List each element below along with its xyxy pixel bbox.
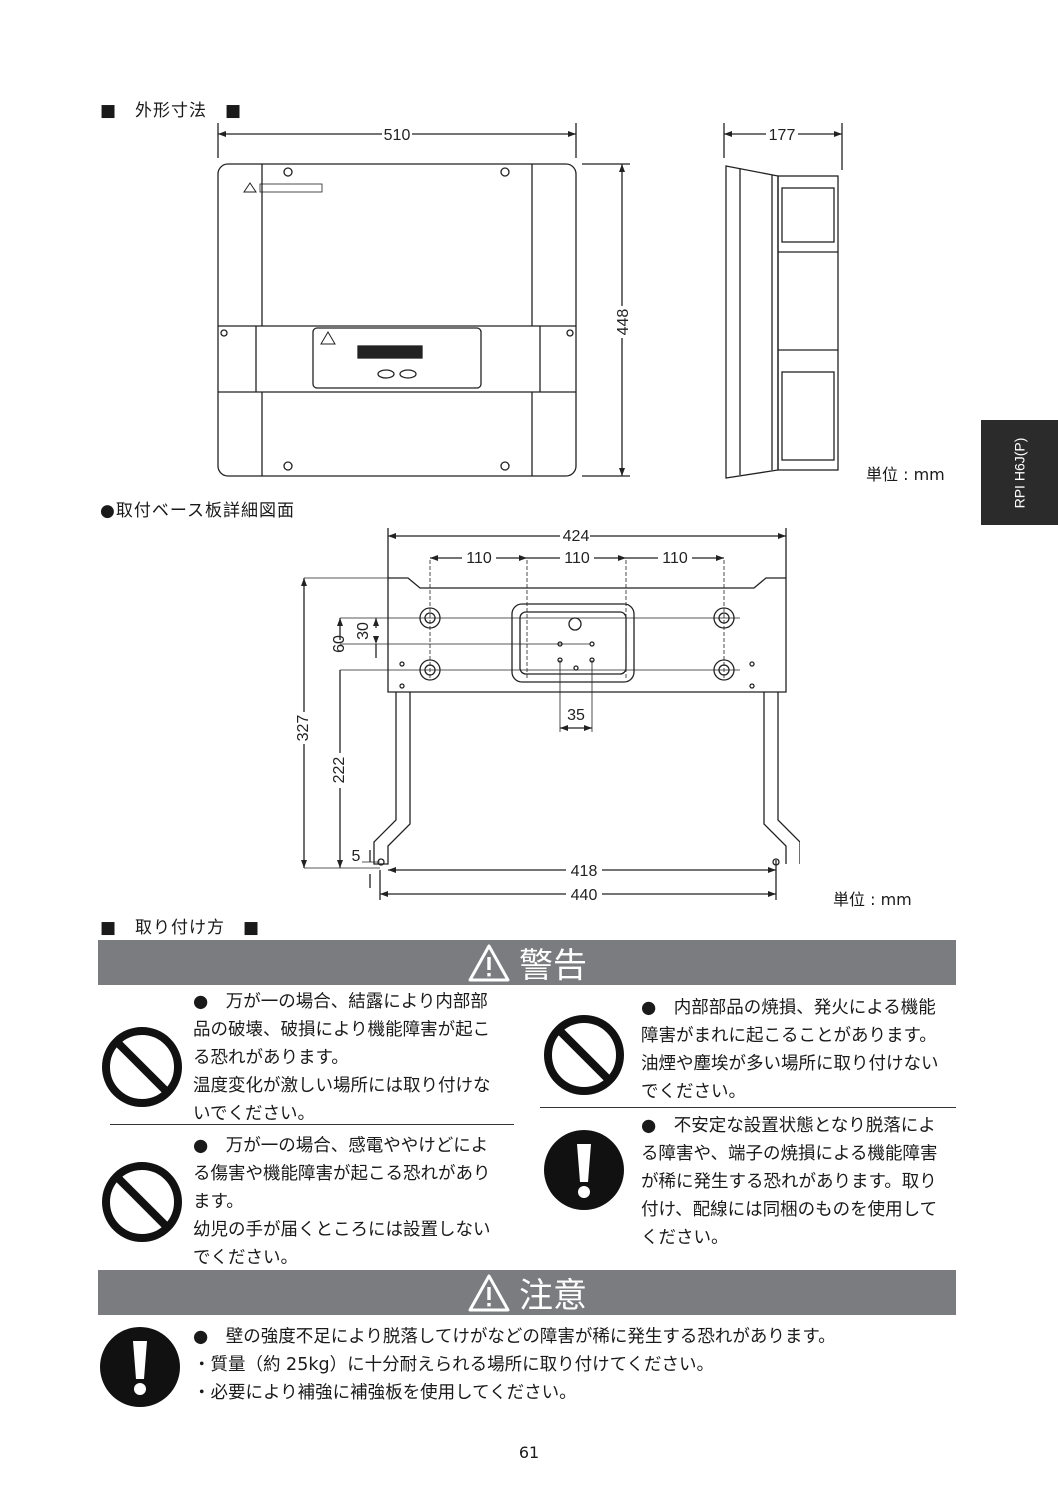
pitch-dimension-1: 110 bbox=[466, 550, 492, 567]
left-leg bbox=[373, 692, 411, 865]
caution-line-3: ・必要により補強に補強板を使用してください。 bbox=[193, 1383, 577, 1403]
warning-title: 警告 bbox=[519, 946, 587, 986]
page-number: 61 bbox=[518, 1443, 540, 1462]
model-side-tab-label: RPI H6J(P) bbox=[1011, 437, 1028, 508]
caution-line-1: ● 壁の強度不足により脱落してけがなどの障害が稀に発生する恐れがあります。 bbox=[193, 1327, 836, 1347]
pitch-dimension-2: 110 bbox=[564, 550, 590, 567]
base-plate-drawing: 424 110 110 110 30 60 327 222 5 35 418 4… bbox=[295, 528, 800, 904]
warning-triangle-icon bbox=[468, 1274, 510, 1311]
mandatory-icon bbox=[100, 1327, 180, 1407]
front-panel-display bbox=[312, 327, 482, 389]
width-dimension-label: 510 bbox=[384, 127, 411, 144]
drawing2-unit-label: 単位 : mm bbox=[833, 890, 912, 909]
drawing1-unit-label: 単位 : mm bbox=[866, 465, 945, 484]
warning-item-3-line-1: ● 内部部品の焼損、発火による機能障害がまれに起こることがあります。 bbox=[641, 998, 937, 1046]
install-section-title: ■ 取り付け方 ■ bbox=[100, 918, 261, 938]
depth-dimension-label: 177 bbox=[769, 127, 796, 144]
base-plate-outline bbox=[387, 577, 787, 693]
bottom-dimension-418: 418 bbox=[571, 863, 598, 880]
warning-banner: 警告 bbox=[98, 940, 956, 986]
front-view-body bbox=[217, 163, 577, 477]
pitch-dimension-3: 110 bbox=[662, 550, 688, 567]
side-view-body bbox=[725, 165, 779, 479]
top-total-dimension: 424 bbox=[563, 528, 590, 545]
caution-item: ● 壁の強度不足により脱落してけがなどの障害が稀に発生する恐れがあります。 ・質… bbox=[193, 1323, 933, 1407]
warning-item-4-line-1: ● 不安定な設置状態となり脱落による障害や、端子の焼損による機能障害が稀に発生す… bbox=[641, 1116, 938, 1248]
warning-item-3-line-2: 油煙や塵埃が多い場所に取り付けないでください。 bbox=[641, 1054, 939, 1102]
prohibition-icon bbox=[102, 1162, 182, 1242]
base-plate-section-title: ●取付ベース板詳細図面 bbox=[100, 501, 295, 521]
vertical-dimension-30: 30 bbox=[355, 622, 372, 640]
bottom-dimension-440: 440 bbox=[571, 887, 598, 904]
warning-item-2-line-1: ● 万が一の場合、感電ややけどによる傷害や機能障害が起こる恐れがあります。 bbox=[193, 1136, 491, 1212]
prohibition-icon bbox=[102, 1027, 182, 1107]
warning-item-2: ● 万が一の場合、感電ややけどによる傷害や機能障害が起こる恐れがあります。 幼児… bbox=[193, 1132, 503, 1272]
outline-dimension-drawing: 510 177 448 bbox=[217, 123, 843, 479]
dimensions-section-title: ■ 外形寸法 ■ bbox=[100, 101, 243, 121]
vertical-dimension-5: 5 bbox=[352, 848, 361, 865]
horizontal-dimension-35: 35 bbox=[567, 707, 585, 724]
warning-item-3: ● 内部部品の焼損、発火による機能障害がまれに起こることがあります。 油煙や塵埃… bbox=[641, 994, 946, 1106]
height-dimension-label: 448 bbox=[615, 309, 632, 336]
caution-banner: 注意 bbox=[98, 1270, 956, 1316]
model-side-tab: RPI H6J(P) bbox=[981, 420, 1058, 525]
warning-item-1-line-1: ● 万が一の場合、結露により内部部品の破壊、破損により機能障害が起こる恐れがあり… bbox=[193, 992, 491, 1068]
caution-title: 注意 bbox=[519, 1276, 587, 1316]
vertical-dimension-60: 60 bbox=[331, 635, 348, 653]
caution-line-2: ・質量（約 25kg）に十分耐えられる場所に取り付けてください。 bbox=[193, 1355, 715, 1375]
vertical-dimension-327: 327 bbox=[295, 715, 312, 742]
warning-item-1-line-2: 温度変化が激しい場所には取り付けないでください。 bbox=[193, 1076, 491, 1124]
warning-item-2-line-2: 幼児の手が届くところには設置しないでください。 bbox=[193, 1220, 491, 1268]
warning-triangle-icon bbox=[468, 944, 510, 981]
warning-left-divider bbox=[110, 1124, 514, 1125]
vertical-dimension-222: 222 bbox=[331, 757, 348, 784]
mandatory-icon bbox=[544, 1130, 624, 1210]
warning-right-divider bbox=[540, 1107, 956, 1108]
warning-item-4: ● 不安定な設置状態となり脱落による障害や、端子の焼損による機能障害が稀に発生す… bbox=[641, 1112, 946, 1252]
prohibition-icon bbox=[544, 1015, 624, 1095]
warning-item-1: ● 万が一の場合、結露により内部部品の破壊、破損により機能障害が起こる恐れがあり… bbox=[193, 988, 503, 1128]
